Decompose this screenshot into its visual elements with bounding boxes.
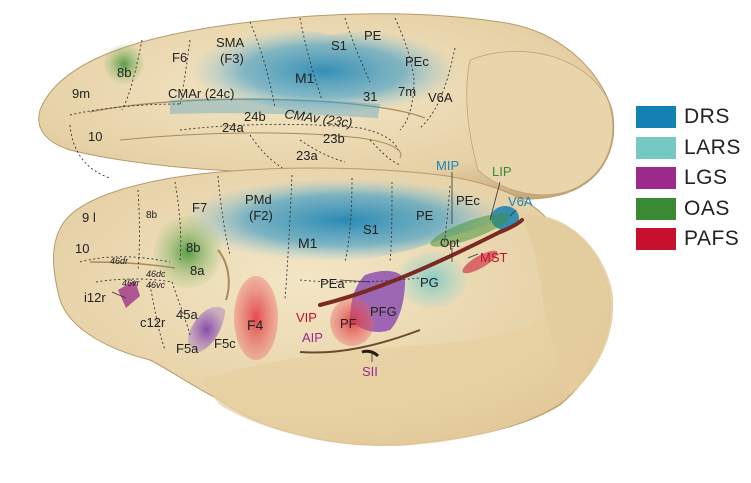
label-f4: F4 [247, 317, 264, 333]
label-8b-lateral: 8b [186, 240, 200, 255]
label-31: 31 [363, 89, 377, 104]
label-pmd: PMd [245, 192, 272, 207]
label-v6a-medial: V6A [428, 90, 453, 105]
legend-label-lgs: LGS [684, 166, 728, 190]
label-i12r: i12r [84, 290, 106, 305]
label-pg: PG [420, 275, 439, 290]
label-c12r: c12r [140, 315, 166, 330]
label-46vc: 46vc [146, 280, 166, 290]
label-8b-medial: 8b [117, 65, 131, 80]
label-pea: PEa [320, 276, 345, 291]
legend-swatch-pafs [636, 228, 676, 250]
legend-swatch-lars [636, 137, 676, 159]
legend-swatch-lgs [636, 167, 676, 189]
label-v6a-lateral: V6A [508, 194, 533, 209]
label-sii: SII [362, 364, 378, 379]
legend-label-pafs: PAFS [684, 227, 739, 251]
legend-label-drs: DRS [684, 105, 730, 129]
label-s1-lateral: S1 [363, 222, 379, 237]
label-8a: 8a [190, 263, 205, 278]
label-24b: 24b [244, 109, 266, 124]
label-45a: 45a [176, 307, 198, 322]
lateral-hemisphere: 9 l 8b F7 PMd (F2) M1 S1 PE PEc 10 46dr … [54, 158, 614, 446]
label-mip: MIP [436, 158, 459, 173]
label-m1-lateral: M1 [298, 235, 318, 251]
label-mst: MST [480, 250, 508, 265]
label-7m: 7m [398, 84, 416, 99]
label-pec-lateral: PEc [456, 193, 480, 208]
label-f5a: F5a [176, 341, 199, 356]
label-pmd-f2: (F2) [249, 208, 273, 223]
label-9m: 9m [72, 86, 90, 101]
legend-item-pafs: PAFS [636, 226, 748, 252]
label-pec-medial: PEc [405, 54, 429, 69]
legend: DRS LARS LGS OAS PAFS [636, 104, 748, 257]
label-lip: LIP [492, 164, 512, 179]
legend-item-drs: DRS [636, 104, 748, 130]
label-10-lateral: 10 [75, 241, 89, 256]
label-23b: 23b [323, 131, 345, 146]
label-8b-small: 8b [146, 210, 158, 221]
label-s1-medial: S1 [331, 38, 347, 53]
label-23a: 23a [296, 148, 318, 163]
label-pf: PF [340, 316, 357, 331]
label-aip: AIP [302, 330, 323, 345]
label-46vr: 46vr [122, 278, 141, 288]
legend-item-lars: LARS [636, 135, 748, 161]
label-cmar: CMAr (24c) [168, 86, 234, 101]
label-9l: 9 l [82, 210, 96, 225]
label-f6: F6 [172, 50, 187, 65]
legend-label-oas: OAS [684, 197, 730, 221]
label-sma-f3: (F3) [220, 51, 244, 66]
label-m1-medial: M1 [295, 70, 315, 86]
label-pe-lateral: PE [416, 208, 434, 223]
label-pe-medial: PE [364, 28, 382, 43]
legend-item-oas: OAS [636, 196, 748, 222]
label-46dc: 46dc [146, 269, 166, 279]
legend-swatch-oas [636, 198, 676, 220]
legend-label-lars: LARS [684, 136, 741, 160]
legend-item-lgs: LGS [636, 165, 748, 191]
legend-swatch-drs [636, 106, 676, 128]
label-pfg: PFG [370, 304, 397, 319]
label-10-medial: 10 [88, 129, 102, 144]
label-24a: 24a [222, 120, 244, 135]
label-f7: F7 [192, 200, 207, 215]
label-vip: VIP [296, 310, 317, 325]
label-46dr: 46dr [110, 256, 129, 266]
label-f5c: F5c [214, 336, 236, 351]
label-sma: SMA [216, 35, 245, 50]
label-opt: Opt [440, 236, 460, 250]
